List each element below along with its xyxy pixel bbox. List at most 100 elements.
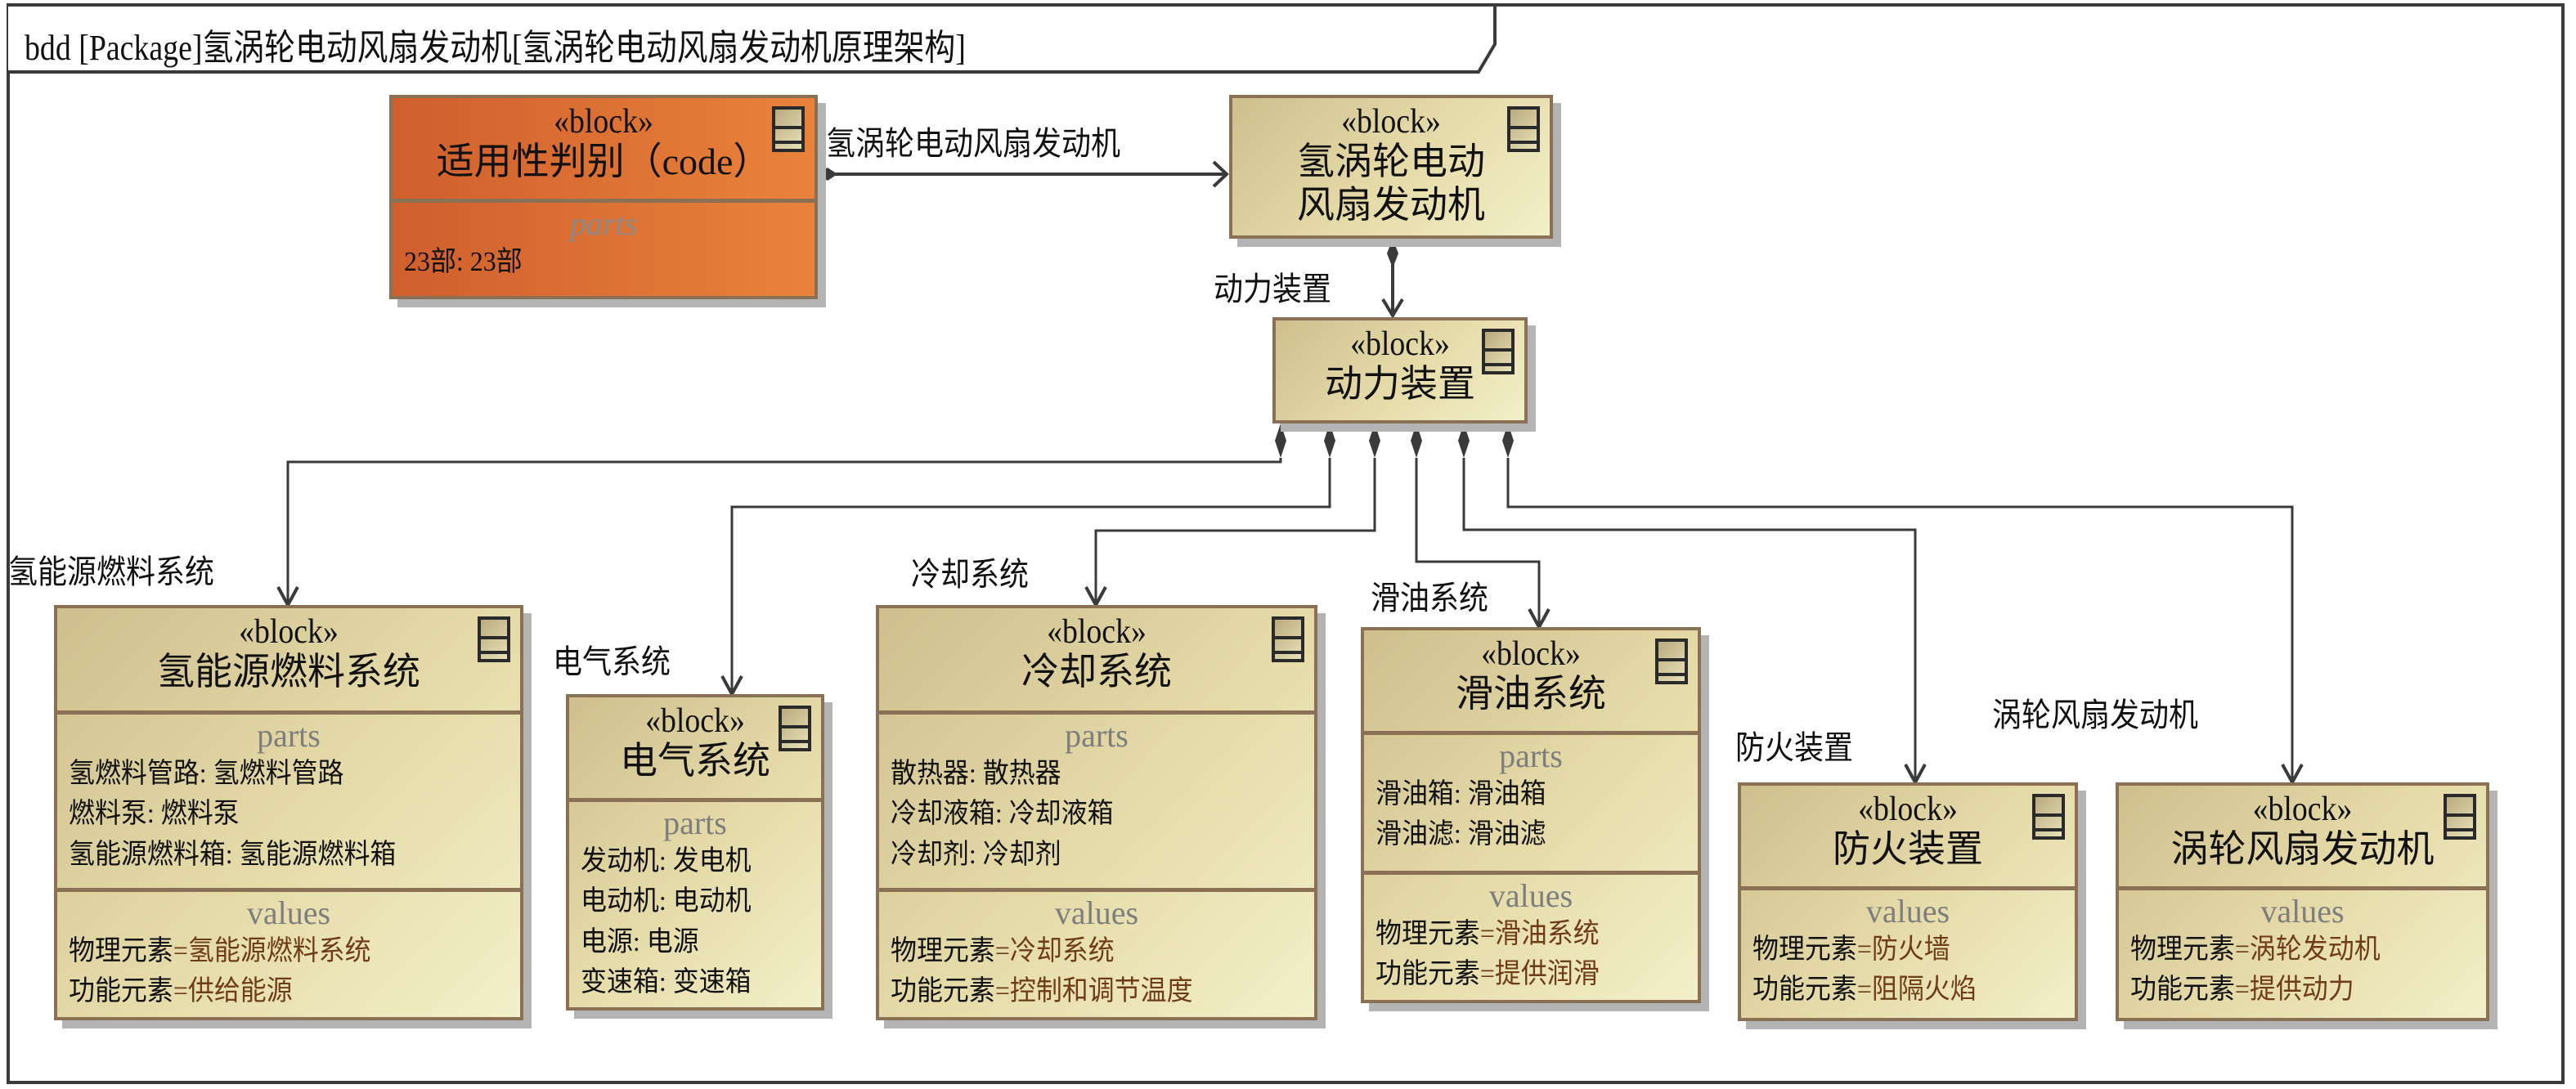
block-icon: [772, 106, 805, 152]
property-name: 变速箱: [581, 966, 659, 997]
property-value: 控制和调节温度: [1009, 976, 1193, 1007]
composition-diamond: [1458, 424, 1470, 458]
property-name: 冷却剂: [891, 839, 969, 870]
property-name: 功能元素: [69, 976, 173, 1007]
property-separator: =: [1856, 975, 1872, 1006]
part-property[interactable]: 氢能源燃料箱: 氢能源燃料箱: [69, 835, 482, 875]
value-property[interactable]: 物理元素=防火墙: [1752, 930, 2044, 970]
value-property[interactable]: 功能元素=控制和调节温度: [891, 971, 1278, 1011]
block-stereotype: «block»: [2252, 791, 2353, 828]
property-separator: :: [658, 846, 673, 876]
property-separator: :: [199, 759, 213, 789]
compartment-title: values: [1488, 877, 1573, 914]
property-name: 23部: [404, 247, 456, 277]
association-label-engine: 氢涡轮电动风扇发动机: [826, 125, 1120, 162]
connector-lube: [1415, 458, 1541, 627]
property-type: 散热器: [982, 759, 1061, 789]
block-header: «block»滑油系统: [1364, 630, 1698, 735]
connector-electric: [730, 458, 1331, 694]
block-header: «block»防火装置: [1741, 786, 2075, 890]
property-name: 物理元素: [2130, 934, 2235, 965]
block-name: 滑油系统: [1456, 673, 1606, 715]
connector-cooling: [1094, 458, 1376, 605]
value-property[interactable]: 物理元素=冷却系统: [891, 931, 1278, 971]
part-property[interactable]: 燃料泵: 燃料泵: [69, 794, 482, 834]
property-name: 发动机: [581, 846, 659, 876]
part-property[interactable]: 冷却剂: 冷却剂: [891, 835, 1278, 875]
part-property[interactable]: 电源: 电源: [581, 922, 796, 962]
block-name: 电气系统: [620, 740, 770, 782]
part-property[interactable]: 滑油滤: 滑油滤: [1376, 814, 1667, 854]
block-header: «block»氢能源燃料系统: [57, 608, 520, 715]
block-icon: [1272, 616, 1304, 662]
value-property[interactable]: 功能元素=阻隔火焰: [1752, 970, 2044, 1010]
property-type: 电源: [646, 926, 699, 957]
property-type: 滑油箱: [1467, 779, 1546, 809]
block-icon: [1655, 639, 1688, 684]
block-name: 涡轮风扇发动机: [2170, 828, 2435, 871]
property-type: 氢能源燃料箱: [239, 839, 397, 870]
property-separator: :: [1453, 819, 1468, 850]
property-separator: :: [1453, 779, 1468, 809]
property-type: 氢燃料管路: [213, 759, 344, 789]
part-property[interactable]: 23部: 23部: [404, 242, 779, 282]
block-header: «block»适用性判别（code）: [393, 98, 815, 203]
part-property[interactable]: 滑油箱: 滑油箱: [1376, 774, 1667, 814]
value-property[interactable]: 物理元素=氢能源燃料系统: [69, 931, 482, 971]
block-header: «block»冷却系统: [879, 608, 1314, 715]
compartment-title: values: [1865, 893, 1950, 930]
arrowhead: [1212, 160, 1229, 188]
part-property[interactable]: 电动机: 电动机: [581, 881, 796, 921]
value-property[interactable]: 功能元素=提供动力: [2130, 970, 2454, 1010]
value-property[interactable]: 功能元素=提供润滑: [1376, 954, 1667, 994]
title-tab-outline: [8, 3, 1497, 74]
property-separator: =: [2234, 975, 2250, 1006]
property-separator: =: [1479, 919, 1495, 949]
property-value: 涡轮发动机: [2249, 934, 2381, 965]
value-property[interactable]: 物理元素=涡轮发动机: [2130, 930, 2454, 970]
block-engine[interactable]: «block»氢涡轮电动风扇发动机: [1229, 95, 1553, 239]
value-property[interactable]: 功能元素=供给能源: [69, 971, 482, 1011]
association-label-turbofan: 涡轮风扇发动机: [1992, 697, 2198, 733]
part-property[interactable]: 氢燃料管路: 氢燃料管路: [69, 754, 482, 794]
compartment-title: parts: [257, 717, 321, 754]
block-stereotype: «block»: [239, 613, 339, 651]
property-name: 功能元素: [2130, 975, 2235, 1006]
property-name: 氢能源燃料箱: [69, 839, 226, 870]
property-name: 燃料泵: [69, 799, 147, 830]
property-type: 冷却液箱: [1008, 799, 1114, 830]
part-property[interactable]: 变速箱: 变速箱: [581, 962, 796, 1002]
property-separator: =: [994, 976, 1010, 1007]
property-value: 氢能源燃料系统: [187, 936, 371, 966]
property-value: 阻隔火焰: [1871, 975, 1977, 1006]
part-property[interactable]: 冷却液箱: 冷却液箱: [891, 794, 1278, 834]
part-property[interactable]: 散热器: 散热器: [891, 754, 1278, 794]
block-name: 适用性判别（code）: [436, 141, 771, 183]
association-label-fuel: 氢能源燃料系统: [8, 553, 214, 590]
block-stereotype: «block»: [1858, 791, 1958, 828]
composition-diamond: [1387, 239, 1398, 268]
part-property[interactable]: 发动机: 发电机: [581, 841, 796, 881]
property-type: 燃料泵: [160, 799, 240, 830]
property-name: 散热器: [891, 759, 969, 789]
property-name: 物理元素: [69, 936, 173, 966]
property-name: 物理元素: [1376, 919, 1480, 949]
block-power[interactable]: «block»动力装置: [1272, 317, 1528, 424]
value-property[interactable]: 物理元素=滑油系统: [1376, 914, 1667, 954]
block-header: «block»动力装置: [1276, 320, 1524, 424]
property-type: 电动机: [672, 886, 752, 917]
block-name: 防火装置: [1833, 828, 1983, 871]
property-type: 发电机: [672, 846, 752, 876]
connector-fire: [1462, 458, 1917, 782]
